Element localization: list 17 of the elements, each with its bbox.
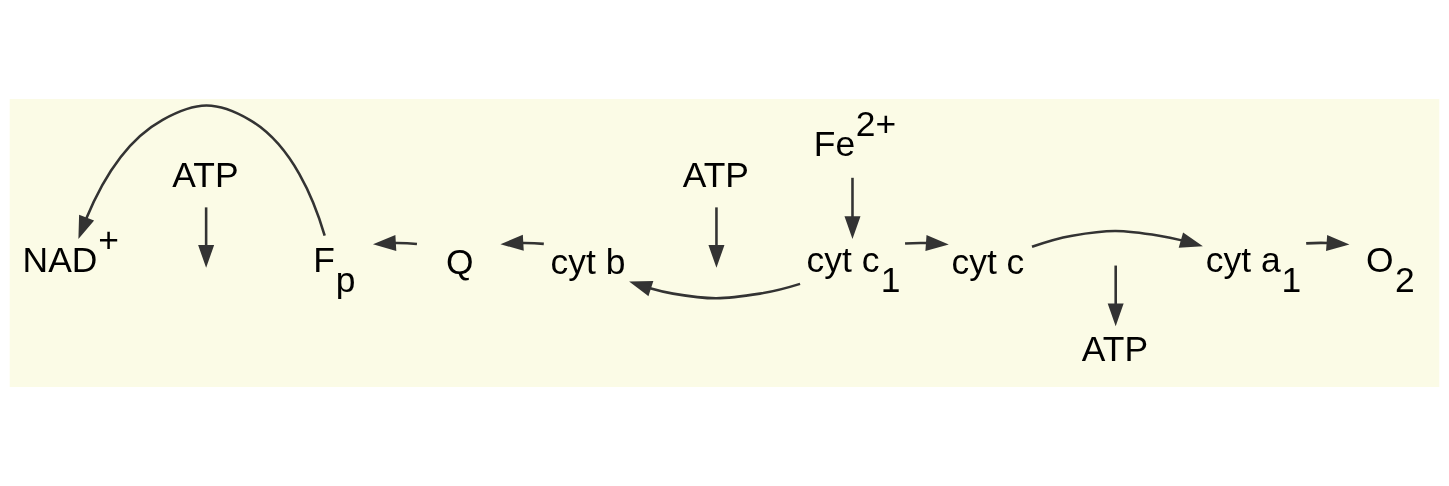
arrow [198, 207, 215, 268]
node-text: cyt c [951, 241, 1025, 282]
node-text: cyt b [550, 241, 626, 282]
node-text: ATP [682, 154, 749, 195]
node-text: ATP [1081, 328, 1149, 369]
arrow [629, 280, 801, 300]
node-text: ATP [172, 154, 239, 195]
arrow [905, 234, 949, 251]
node-text: Q [446, 241, 474, 282]
arrow [78, 104, 326, 240]
arrow [373, 234, 418, 251]
arrow [844, 177, 861, 240]
arrow [1107, 265, 1124, 327]
arrow [708, 207, 725, 268]
arrow [1306, 234, 1350, 251]
arrow [500, 234, 544, 251]
arrow [1031, 229, 1203, 248]
